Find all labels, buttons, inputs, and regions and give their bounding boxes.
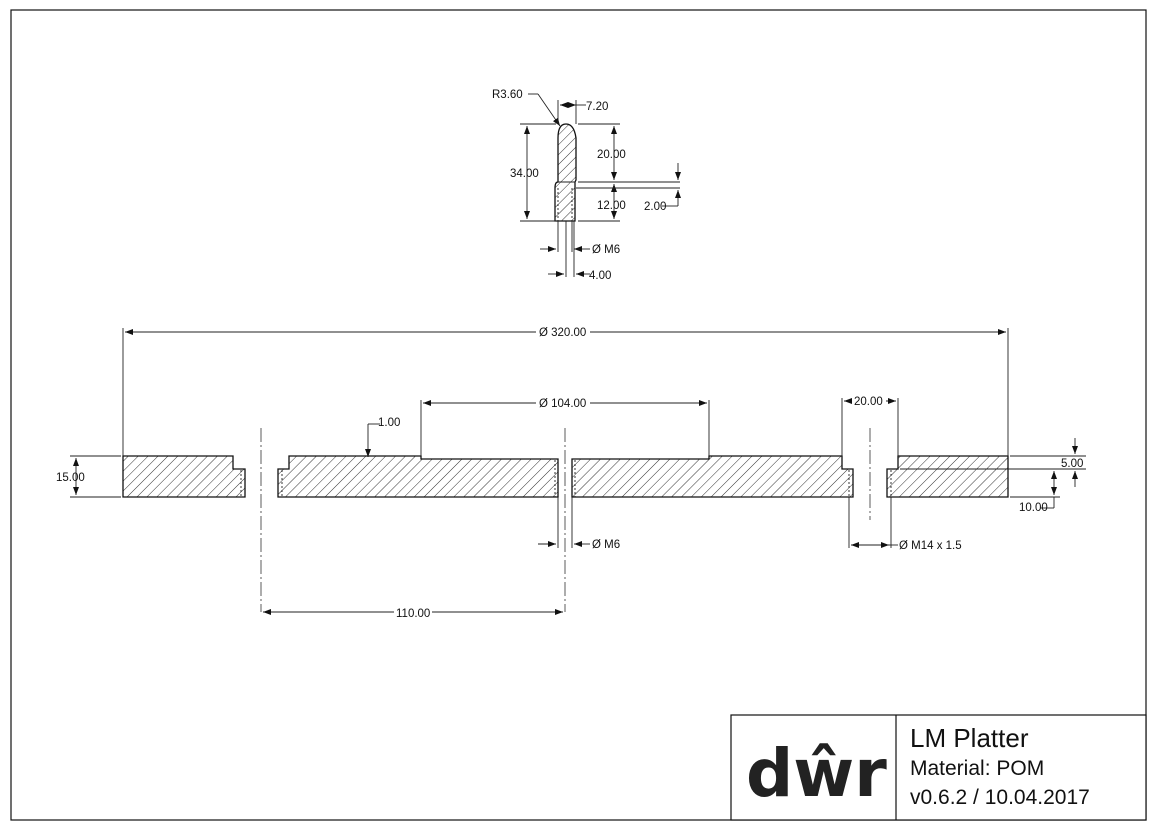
- dim-width-top: 7.20: [586, 101, 608, 113]
- drawing-title: LM Platter: [910, 723, 1029, 753]
- section-thread-marks: [240, 460, 892, 497]
- dim-recess-depth: 1.00: [378, 417, 400, 429]
- company-logo: dŵr: [746, 735, 887, 812]
- dim-width-bottom: 4.00: [589, 270, 611, 282]
- dim-thread-detail: Ø M6: [592, 244, 620, 256]
- section-left-segment: [122, 455, 246, 498]
- sheet-border: [10, 9, 1147, 821]
- dim-hole-width: 20.00: [854, 396, 883, 408]
- section-middle-left-segment: [277, 455, 559, 498]
- dim-inner-diameter: Ø 104.00: [539, 398, 586, 410]
- detail-view: R3.60 7.20 34.00 20.00 12.00 2.00 Ø M6: [492, 89, 681, 282]
- dim-thickness: 15.00: [56, 472, 85, 484]
- drawing-material: Material: POM: [910, 757, 1044, 780]
- detail-profile: [554, 123, 577, 222]
- dim-height-total: 34.00: [510, 168, 539, 180]
- dim-radius: R3.60: [492, 89, 523, 101]
- dim-hole-offset: 110.00: [396, 608, 430, 620]
- dim-side-thread: Ø M14 x 1.5: [899, 540, 962, 552]
- drawing-version-date: v0.6.2 / 10.04.2017: [910, 786, 1090, 809]
- detail-thread-marks: [557, 188, 573, 221]
- section-view: Ø 320.00 Ø 104.00 1.00 15.00 20.00 5.00: [56, 324, 1086, 620]
- dim-lower-height: 10.00: [1019, 502, 1048, 514]
- dim-height-upper: 20.00: [597, 149, 626, 161]
- section-right-segment: [886, 455, 1009, 498]
- dim-outer-diameter: Ø 320.00: [539, 327, 586, 339]
- dim-height-lower: 12.00: [597, 200, 626, 212]
- dim-center-thread: Ø M6: [592, 539, 620, 551]
- section-middle-right-segment: [571, 455, 854, 498]
- title-block: dŵr LM Platter Material: POM v0.6.2 / 10…: [730, 714, 1147, 821]
- dim-step: 2.00: [644, 201, 666, 213]
- dim-counterbore-depth: 5.00: [1061, 458, 1083, 470]
